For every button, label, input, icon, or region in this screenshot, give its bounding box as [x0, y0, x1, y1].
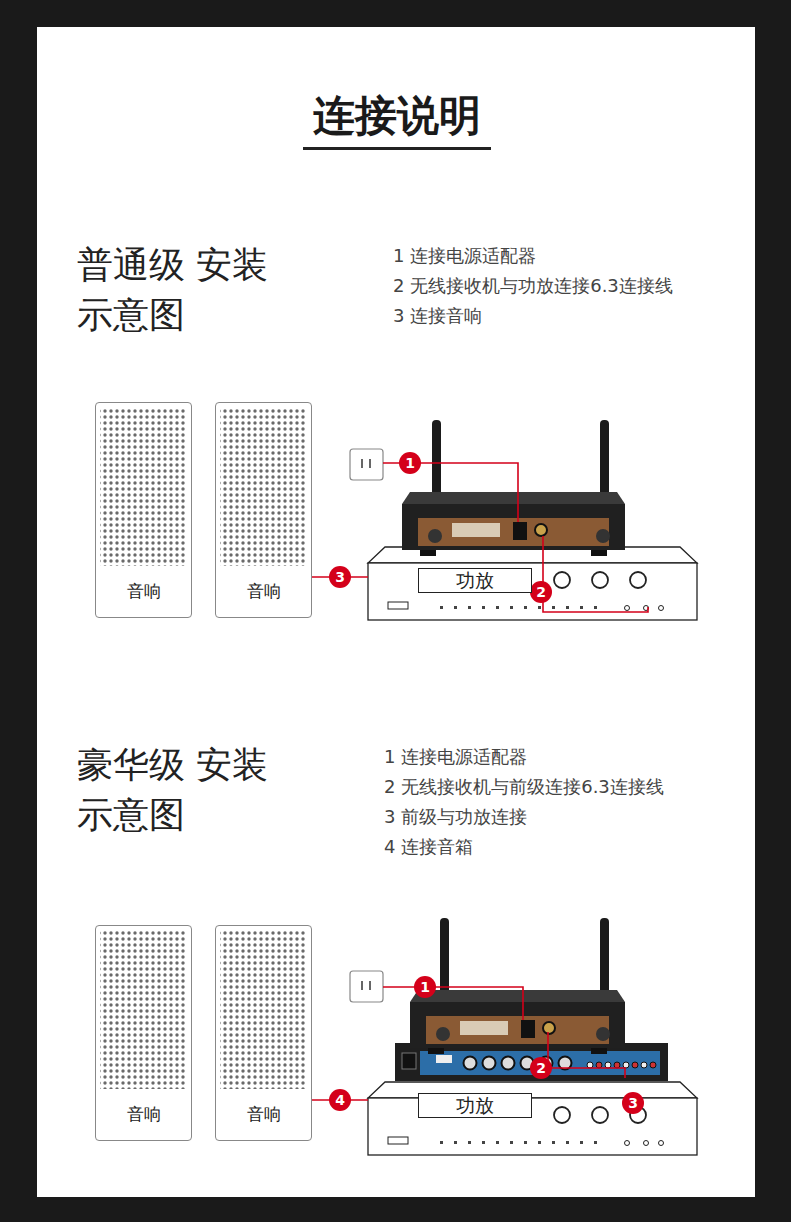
speaker-grille [220, 408, 307, 566]
callout-number: 1 [414, 976, 436, 998]
step-text: 1 连接电源适配器 [384, 745, 527, 769]
speaker-box: 音响 [215, 925, 312, 1141]
title-underline [303, 147, 491, 150]
node-label: 功放 [456, 1093, 494, 1119]
wall-outlet [350, 449, 383, 480]
node-label: 功放 [456, 568, 494, 594]
node-label: 音响 [127, 1103, 161, 1126]
panel [37, 27, 755, 1197]
node-label: 音响 [247, 580, 281, 603]
wireless-receiver [402, 420, 625, 556]
callout-number: 3 [329, 566, 351, 588]
step-text: 1 连接电源适配器 [393, 244, 536, 268]
step-text: 3 连接音响 [393, 304, 482, 328]
callout-number: 2 [530, 1057, 552, 1079]
amplifier [368, 1082, 697, 1155]
step-text: 4 连接音箱 [384, 835, 473, 859]
leader-wire [383, 987, 523, 1020]
callout-number: 4 [329, 1089, 351, 1111]
callout-number: 2 [530, 581, 552, 603]
wireless-receiver [410, 918, 625, 1054]
pre-amplifier [395, 1043, 668, 1081]
speaker-grille [220, 931, 307, 1089]
amp-display: 功放 [418, 568, 532, 593]
section-heading: 普通级 安装示意图 [77, 240, 277, 340]
speaker-box: 音响 [95, 925, 192, 1141]
node-label: 音响 [127, 580, 161, 603]
page-title: 连接说明 [297, 90, 497, 142]
speaker-grille [100, 408, 187, 566]
step-text: 2 无线接收机与前级连接6.3连接线 [384, 775, 664, 799]
amp-display: 功放 [418, 1093, 532, 1118]
step-text: 2 无线接收机与功放连接6.3连接线 [393, 274, 673, 298]
step-text: 3 前级与功放连接 [384, 805, 527, 829]
leader-wire [543, 536, 648, 612]
speaker-grille [100, 931, 187, 1089]
wall-outlet [350, 971, 383, 1002]
section-heading: 豪华级 安装示意图 [77, 740, 277, 840]
node-label: 音响 [247, 1103, 281, 1126]
speaker-box: 音响 [215, 402, 312, 618]
callout-number: 3 [622, 1092, 644, 1114]
leader-wire [548, 1032, 625, 1078]
speaker-box: 音响 [95, 402, 192, 618]
callout-number: 1 [399, 452, 421, 474]
